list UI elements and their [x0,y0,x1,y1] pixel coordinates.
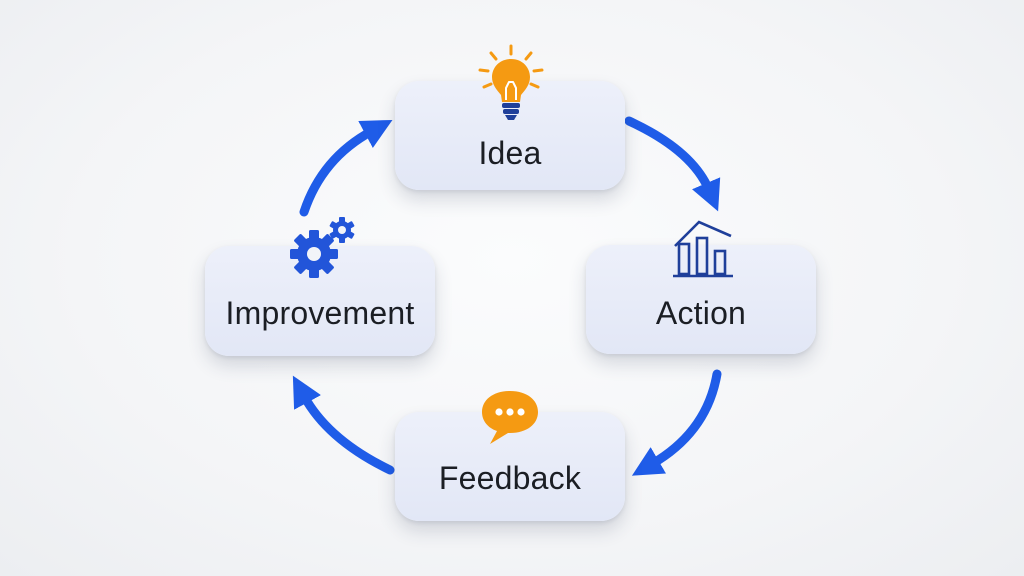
arrow-idea-to-action [624,116,721,212]
lightbulb-icon [478,44,544,120]
arrow-feedback-to-improvement [292,375,395,475]
action-node: Action [586,245,816,354]
feedback-label: Feedback [438,460,582,496]
improvement-node: Improvement [205,246,435,356]
improvement-label: Improvement [225,295,415,331]
idea-label: Idea [478,135,542,171]
arrow-improvement-to-idea [299,119,393,217]
gears-icon [290,217,355,278]
action-label: Action [655,295,747,331]
speech-bubble-icon [482,391,538,444]
bar-chart-icon [673,220,733,278]
arrow-action-to-feedback [631,369,722,476]
